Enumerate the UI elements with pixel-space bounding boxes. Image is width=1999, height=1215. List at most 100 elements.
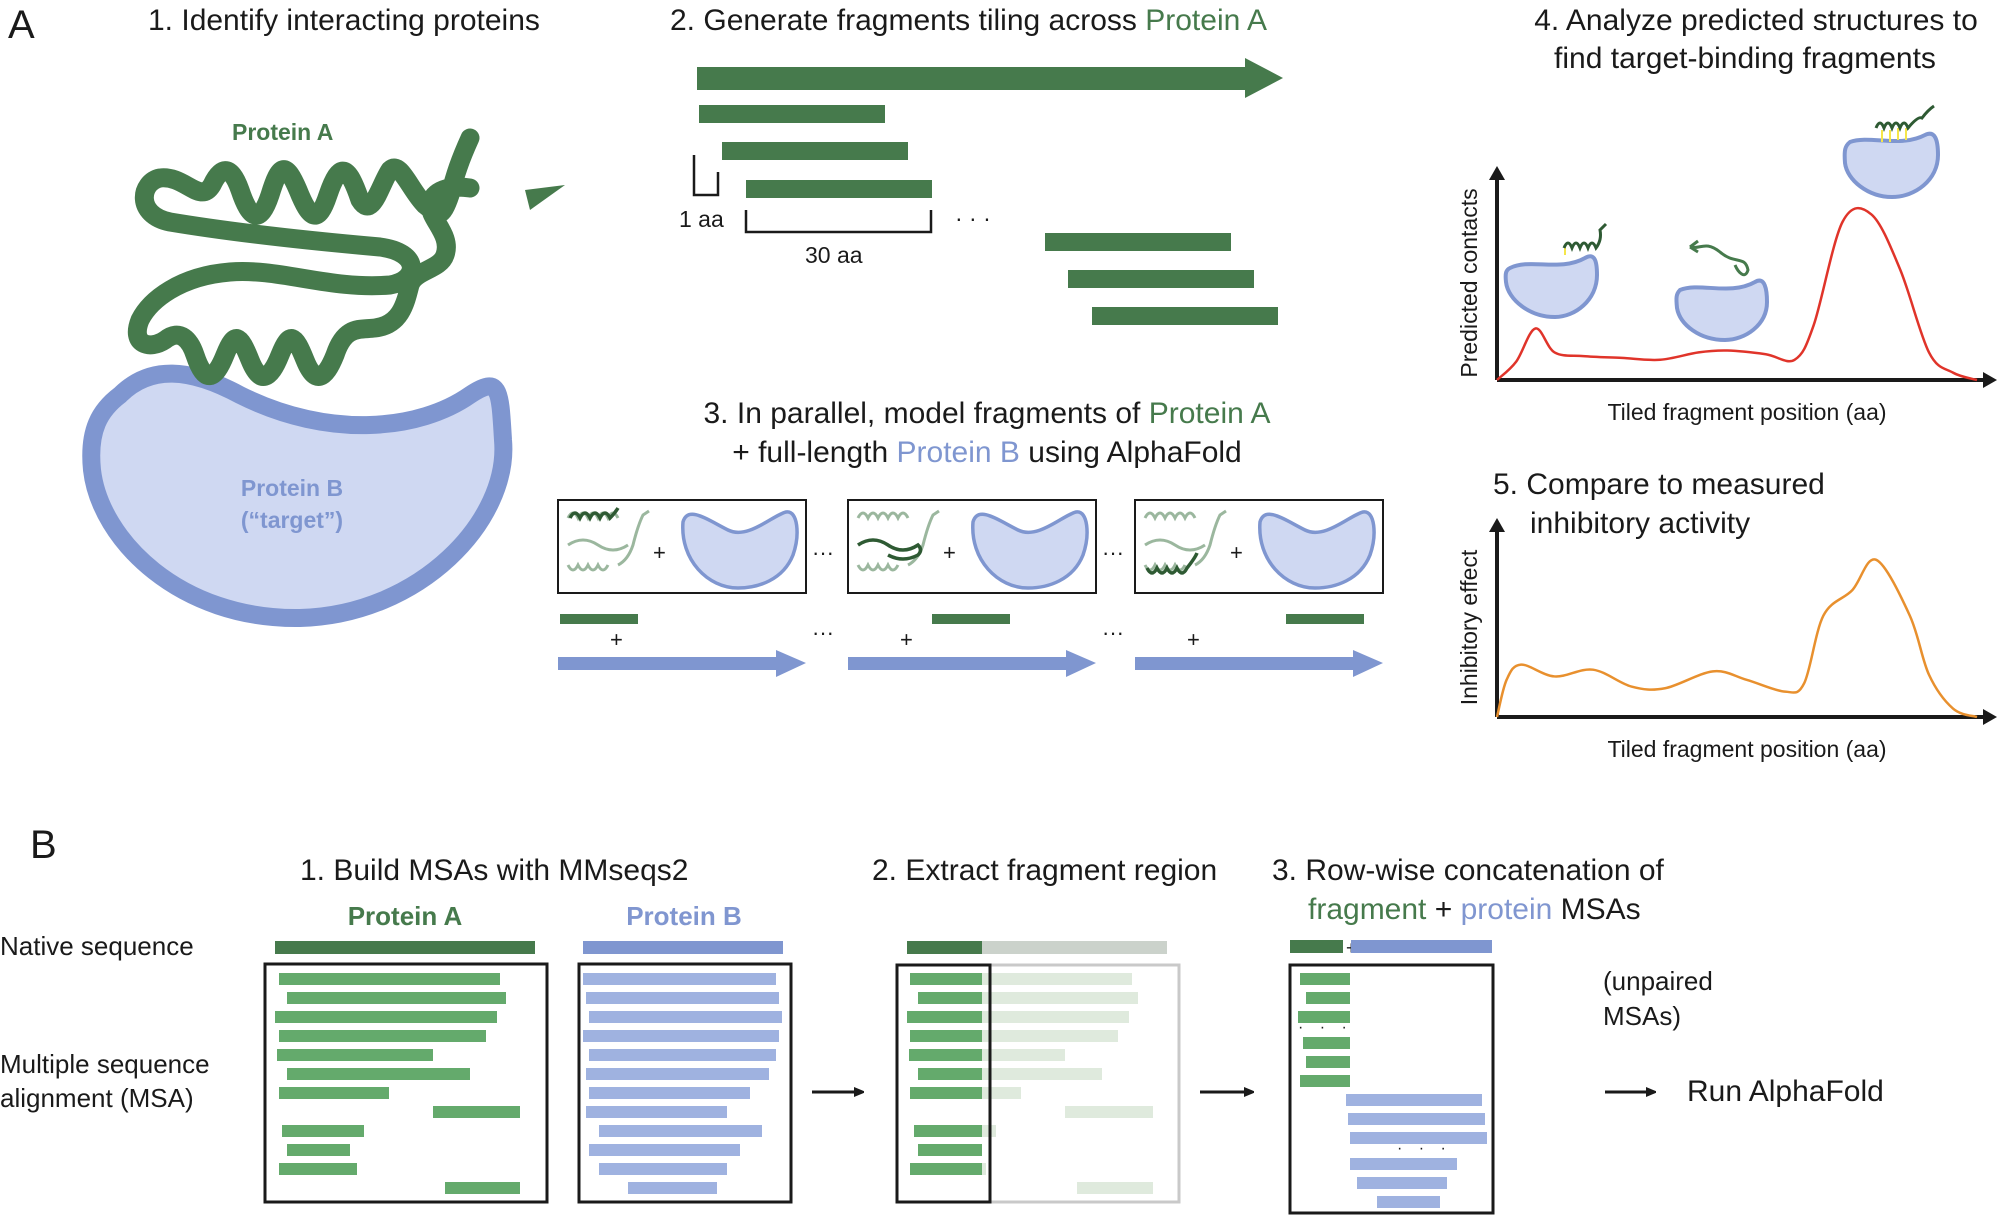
msa-row-fragment: [1306, 1056, 1350, 1068]
b-protein-a-label: Protein A: [348, 901, 463, 931]
highlighted-fragment: [568, 507, 620, 522]
msa-row: [586, 992, 779, 1004]
msa-row-faded: [982, 1049, 1065, 1061]
msa-row-fragment: [910, 1163, 982, 1175]
msa-row-fragment: [1300, 973, 1350, 985]
complex-icon-unbound: [1674, 239, 1770, 343]
msa-row-faded: [982, 1030, 1118, 1042]
x-axis-label: Tiled fragment position (aa): [1607, 399, 1886, 425]
step5-title-line2: inhibitory activity: [1530, 507, 1750, 540]
ellipsis: ···: [812, 620, 834, 645]
msa-box-a: [263, 962, 549, 1204]
msa-row: [589, 1144, 740, 1156]
plus-sign: +: [943, 540, 956, 565]
msa-row: [287, 992, 506, 1004]
msa-row-fragment: [918, 1144, 982, 1156]
x-axis-label: Tiled fragment position (aa): [1607, 736, 1886, 762]
msa-row: [586, 1106, 727, 1118]
fragment-bar: [1068, 270, 1254, 288]
unpaired-label-2: MSAs): [1603, 1001, 1681, 1031]
length-bracket: [744, 210, 933, 234]
y-axis-label: Predicted contacts: [1456, 188, 1482, 377]
complex-icon-weak: [1503, 222, 1608, 320]
msa-row: [279, 1030, 486, 1042]
fragment-length-label: 30 aa: [805, 242, 863, 268]
msa-row-faded: [1065, 1106, 1153, 1118]
fragment-bar: [932, 614, 1010, 624]
ellipsis: · · ·: [955, 205, 991, 231]
model-panel: ++: [847, 499, 1097, 677]
msa-row-fragment: [918, 992, 982, 1004]
protein-a-arrowhead: [525, 185, 565, 210]
protein-a-fold: [1143, 509, 1227, 572]
protein-b-icon: [971, 510, 1089, 590]
step4-title-line1: 4. Analyze predicted structures to: [1534, 4, 1978, 37]
step2-title: 2. Generate fragments tiling across Prot…: [670, 4, 1267, 37]
row-label-msa-1: Multiple sequence: [0, 1049, 210, 1079]
ellipsis: · · ·: [1298, 1019, 1353, 1036]
msa-row-protein: [1357, 1177, 1447, 1189]
msa-row-faded: [1077, 1182, 1153, 1194]
msa-diagrams: +· · ·· · ·: [263, 938, 1495, 1215]
msa-row-fragment: [909, 1049, 982, 1061]
msa-row-fragment: [910, 1030, 982, 1042]
step-size-label: 1 aa: [679, 206, 724, 232]
step3-title-line2: + full-length Protein B using AlphaFold: [732, 436, 1242, 469]
msa-row-faded: [982, 973, 1132, 985]
unpaired-label-1: (unpaired: [1603, 966, 1713, 996]
fragment-bar: [560, 614, 638, 624]
row-label-msa-2: alignment (MSA): [0, 1083, 194, 1113]
msa-row-fragment: [1303, 1037, 1350, 1049]
fragment-bar: [1286, 614, 1364, 624]
msa-row-faded: [982, 1163, 986, 1175]
complex-icon-strong: [1842, 104, 1941, 200]
plus-sign: +: [610, 627, 623, 652]
protein-b-label: Protein B: [241, 475, 343, 501]
chart: Tiled fragment position (aa) Predicted co…: [1456, 166, 1997, 425]
msa-row: [599, 1125, 762, 1137]
msa-row-fragment: [1300, 1075, 1350, 1087]
full-length-protein-a-arrow: [697, 58, 1283, 98]
protein-b-arrow: [848, 657, 1068, 670]
b-step2-title: 2. Extract fragment region: [872, 854, 1217, 887]
msa-row: [287, 1144, 350, 1156]
native-protein: [1351, 940, 1492, 953]
model-panel: ++: [557, 499, 807, 677]
ellipsis: ···: [1102, 620, 1124, 645]
msa-row-faded: [982, 992, 1138, 1004]
msa-row: [589, 1087, 750, 1099]
chart: Tiled fragment position (aa) Inhibitory e…: [1456, 518, 1997, 762]
native-fragment: [907, 941, 982, 954]
msa-row-protein: [1346, 1094, 1482, 1106]
b-step3-title-line1: 3. Row-wise concatenation of: [1272, 854, 1665, 887]
model-panels: ++++++············: [557, 499, 1384, 677]
msa-row: [583, 973, 776, 985]
fragment-bar: [1045, 233, 1231, 251]
msa-box-b: [577, 962, 793, 1204]
protein-a-label: Protein A: [232, 119, 333, 145]
fragment-bar: [722, 142, 908, 160]
msa-row: [287, 1068, 470, 1080]
msa-row: [589, 1049, 776, 1061]
protein-b-icon: [681, 510, 799, 590]
plus-sign: +: [1230, 540, 1243, 565]
msa-row-protein: [1350, 1158, 1457, 1170]
y-axis-arrowhead: [1489, 518, 1505, 532]
msa-row-faded: [982, 1087, 1021, 1099]
step3-title-line1: 3. In parallel, model fragments of Prote…: [704, 397, 1271, 430]
protein-b-arrowhead: [776, 650, 806, 677]
y-axis-label: Inhibitory effect: [1456, 549, 1482, 705]
msa-row-fragment: [910, 1087, 982, 1099]
fragment-bar: [699, 105, 885, 123]
protein-b-arrowhead: [1066, 650, 1096, 677]
plus-sign: +: [1187, 627, 1200, 652]
protein-b-arrow: [1135, 657, 1355, 670]
msa-row: [279, 973, 500, 985]
msa-row: [589, 1011, 782, 1023]
series-line: [1495, 558, 1978, 719]
msa-row-faded: [982, 1011, 1129, 1023]
fragment-window: [895, 963, 992, 1204]
msa-row-protein: [1348, 1113, 1485, 1125]
msa-row: [275, 1011, 497, 1023]
x-axis-arrowhead: [1983, 372, 1997, 388]
